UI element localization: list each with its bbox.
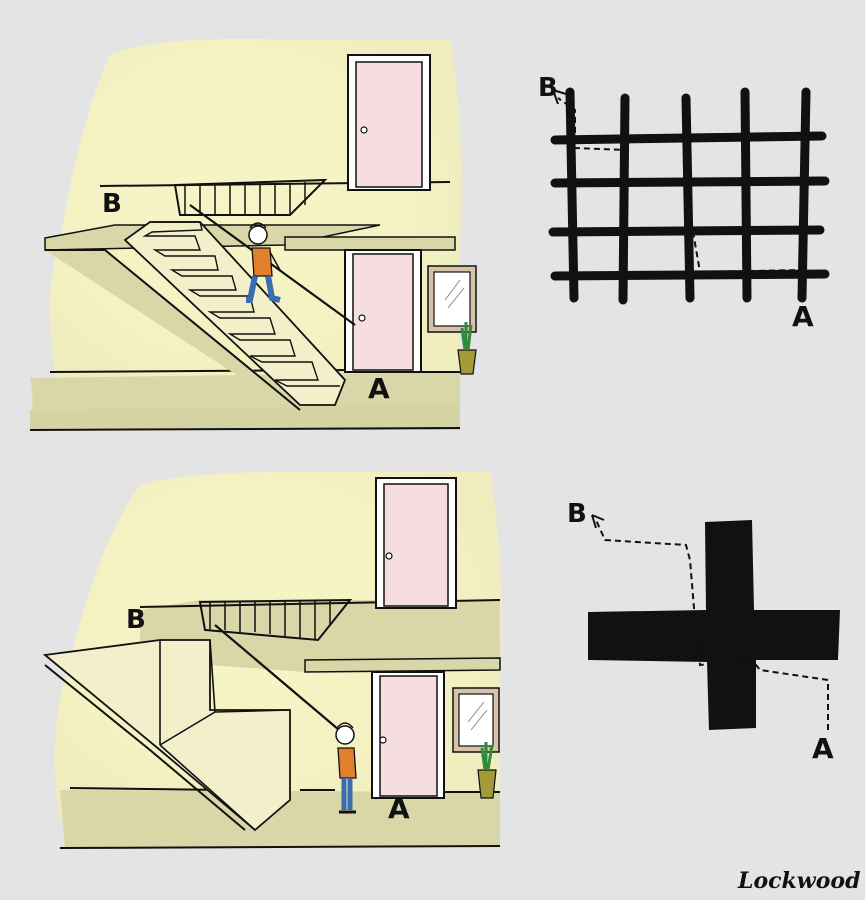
top-potted-plant-icon (457, 322, 477, 375)
cross-map-icon (588, 514, 840, 730)
bottom-mirror-icon (452, 687, 500, 753)
top-upper-door-icon (347, 54, 431, 191)
bottom-floor (60, 790, 500, 848)
bottom-lower-door-icon (371, 671, 445, 799)
bottom-potted-plant-icon (477, 742, 497, 799)
top-underside-line (45, 249, 301, 411)
bottom-person-icon (335, 722, 357, 814)
top-scene-label-a: A (368, 372, 390, 405)
bottom-railing-icon (198, 598, 353, 736)
artist-signature: Lockwood (737, 868, 860, 894)
top-person-icon (246, 222, 281, 303)
top-diagram-label-b: B (538, 73, 558, 103)
top-diagram-label-a: A (792, 300, 814, 333)
top-upper-floor-band (284, 236, 456, 251)
top-scene-label-b: B (102, 189, 122, 219)
top-floor-lower-band (30, 405, 460, 430)
top-railing-icon (173, 178, 356, 326)
top-lower-door-icon (344, 249, 422, 373)
bottom-scene-panel: B A (42, 471, 502, 849)
bottom-dashed-arrow-icon (595, 519, 829, 730)
top-staircase (123, 221, 347, 406)
bottom-scene-label-a: A (388, 792, 410, 825)
bottom-diagram-label-b: B (567, 499, 587, 529)
bottom-scene-label-b: B (126, 605, 146, 635)
bottom-diagram-label-a: A (812, 732, 834, 765)
bottom-upper-landing-edge (304, 657, 501, 673)
top-floor-front-edge (29, 427, 461, 431)
top-landing-underside (45, 250, 290, 400)
bottom-upper-door-icon (375, 477, 457, 609)
top-dashed-arrow-icon (557, 97, 801, 295)
top-scene-panel: B A (29, 39, 477, 431)
bottom-floor-front-edge (59, 845, 501, 849)
grid-map-icon (548, 87, 830, 305)
top-mirror-icon (427, 265, 477, 333)
bottom-ramp (42, 639, 291, 832)
